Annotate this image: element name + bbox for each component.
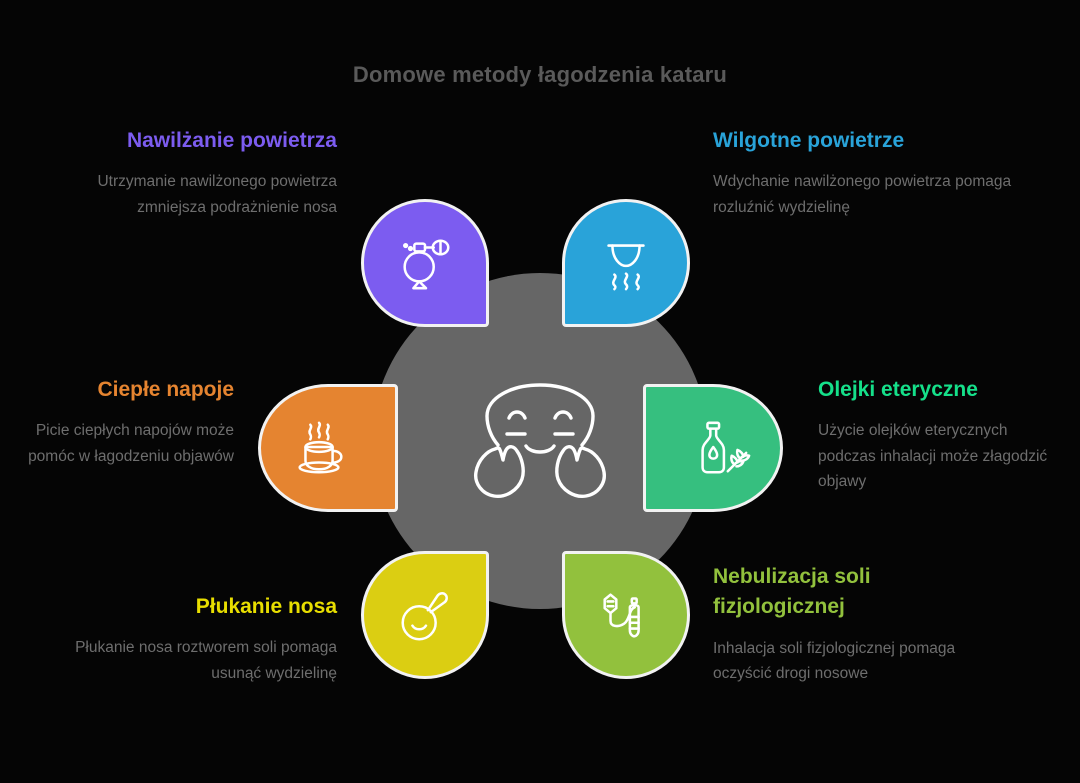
heading-warm-drinks: Ciepłe napoje xyxy=(97,378,234,401)
pin-essential-oils[interactable] xyxy=(643,384,783,512)
pin-saline-nebulization[interactable] xyxy=(562,551,690,679)
pin-humidification[interactable] xyxy=(361,199,489,327)
text-block-nasal-rinse: Płukanie nosa Płukanie nosa roztworem so… xyxy=(60,592,337,686)
description-humidification: Utrzymanie nawilżonego powietrza zmniejs… xyxy=(97,173,337,216)
hugging-face-icon xyxy=(474,383,606,498)
description-saline-nebulization: Inhalacja soli fizjologicznej pomaga ocz… xyxy=(713,639,956,682)
hot-cup-icon xyxy=(289,417,351,479)
description-moist-air: Wdychanie nawilżonego powietrza pomaga r… xyxy=(713,173,1012,216)
pin-nasal-rinse[interactable] xyxy=(361,551,489,679)
text-block-essential-oils: Olejki eteryczne Użycie olejków eteryczn… xyxy=(818,375,1048,494)
description-nasal-rinse: Płukanie nosa roztworem soli pomaga usun… xyxy=(75,639,337,682)
heading-humidification: Nawilżanie powietrza xyxy=(126,129,337,152)
text-block-humidification: Nawilżanie powietrza Utrzymanie nawilżon… xyxy=(60,126,337,220)
heading-nasal-rinse: Płukanie nosa xyxy=(195,595,337,618)
description-essential-oils: Użycie olejków eterycznych podczas inhal… xyxy=(818,422,1048,490)
heading-essential-oils: Olejki eteryczne xyxy=(818,378,978,401)
heading-saline-nebulization: Nebulizacja soli fizjologicznej xyxy=(713,565,871,619)
pin-warm-drinks[interactable] xyxy=(258,384,398,512)
nebulizer-icon xyxy=(595,584,657,646)
text-block-saline-nebulization: Nebulizacja soli fizjologicznej Inhalacj… xyxy=(713,562,963,686)
atomizer-spray-bottle-icon xyxy=(394,232,456,294)
page-title: Domowe metody łagodzenia kataru xyxy=(352,62,728,87)
pin-moist-air[interactable] xyxy=(562,199,690,327)
steaming-bowl-icon xyxy=(595,232,657,294)
nasal-rinse-bulb-icon xyxy=(394,584,456,646)
heading-moist-air: Wilgotne powietrze xyxy=(713,129,905,152)
text-block-warm-drinks: Ciepłe napoje Picie ciepłych napojów moż… xyxy=(10,375,234,469)
text-block-moist-air: Wilgotne powietrze Wdychanie nawilżonego… xyxy=(713,126,1013,220)
oil-bottle-herb-icon xyxy=(690,417,752,479)
description-warm-drinks: Picie ciepłych napojów może pomóc w łago… xyxy=(28,422,234,465)
